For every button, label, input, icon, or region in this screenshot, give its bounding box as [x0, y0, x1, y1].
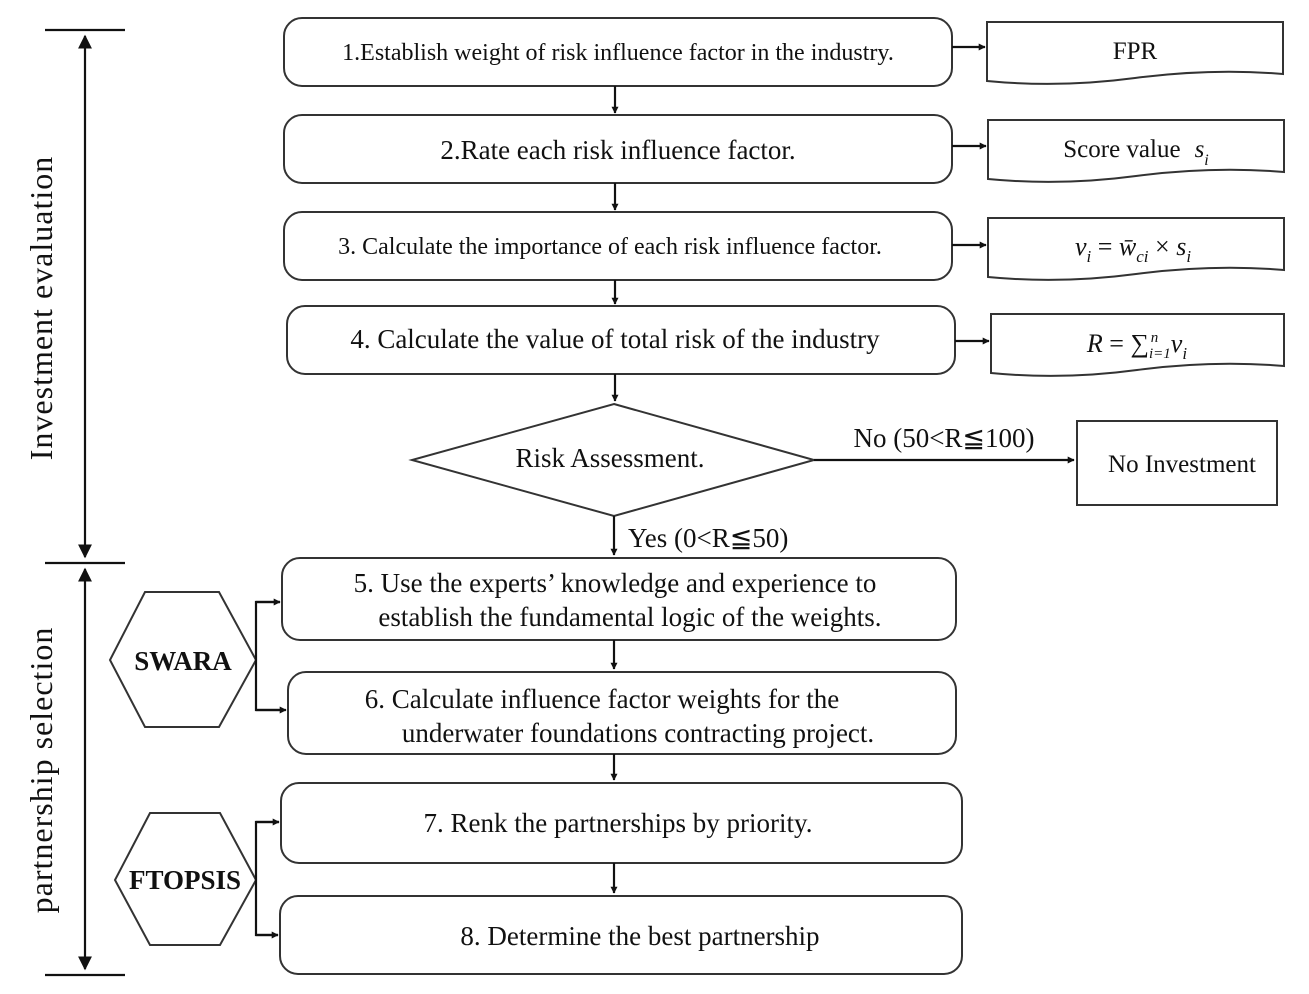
yes-condition-label: Yes (0<R≦50)	[628, 523, 788, 553]
step-1-text: 1.Establish weight of risk influence fac…	[342, 40, 894, 66]
step-8-text: 8. Determine the best partnership	[460, 921, 819, 951]
no-condition-label: No (50<R≦100)	[853, 423, 1034, 453]
ftopsis-hexagon	[113, 812, 258, 946]
partnership-selection-label: partnership selection	[23, 627, 59, 914]
investment-evaluation-label: Investment evaluation	[23, 156, 59, 460]
output-importance-formula: vi = w̄ci × si	[1075, 232, 1191, 266]
output-total-risk-formula: R = ∑i=1n vi	[1086, 329, 1187, 363]
swara-label: SWARA	[134, 646, 232, 676]
swara-hexagon	[108, 591, 258, 728]
step-5-text-line2: establish the fundamental logic of the w…	[378, 602, 881, 632]
output-fpr-text: FPR	[1113, 38, 1158, 65]
step-2-text: 2.Rate each risk influence factor.	[440, 135, 795, 165]
output-fpr-box	[986, 21, 1284, 85]
no-investment-box	[1076, 420, 1278, 506]
ftopsis-connector	[254, 820, 279, 937]
step-5-box	[281, 557, 957, 641]
ftopsis-label: FTOPSIS	[129, 865, 241, 895]
step-8-box	[279, 895, 963, 975]
step-4-text: 4. Calculate the value of total risk of …	[350, 324, 880, 354]
swara-connector	[254, 600, 280, 712]
step-6-box	[287, 671, 957, 755]
step-6-text-line1: 6. Calculate influence factor weights fo…	[365, 684, 840, 714]
step-2-box	[283, 114, 953, 184]
step-1-box	[283, 17, 953, 87]
output-importance-box	[987, 217, 1285, 281]
no-investment-text: No Investment	[1108, 451, 1256, 478]
step-7-text: 7. Renk the partnerships by priority.	[424, 808, 813, 838]
output-score-box	[987, 119, 1285, 183]
risk-assessment-text: Risk Assessment.	[515, 443, 704, 473]
step-5-text-line1: 5. Use the experts’ knowledge and experi…	[354, 568, 877, 598]
step-6-text-line2: underwater foundations contracting proje…	[402, 718, 874, 748]
step-7-box	[280, 782, 963, 864]
output-total-risk-box	[990, 313, 1285, 377]
partnership-bracket	[45, 567, 125, 977]
investment-bracket	[45, 28, 125, 565]
step-3-text: 3. Calculate the importance of each risk…	[338, 234, 882, 260]
